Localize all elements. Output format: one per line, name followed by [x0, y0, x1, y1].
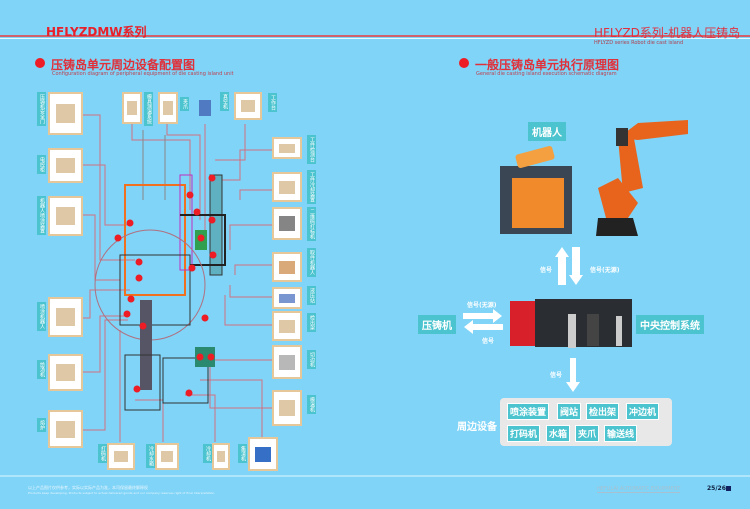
robot-signal-arrows-icon	[555, 247, 583, 285]
equipment-label: 二维码打标机	[307, 207, 316, 241]
robot-image	[500, 120, 688, 236]
bullet-icon	[35, 58, 45, 68]
equipment-label: 工作台	[268, 93, 277, 112]
equipment-thumb	[195, 92, 215, 124]
footer-divider	[0, 475, 750, 477]
equipment-thumb	[48, 92, 83, 135]
die-caster-label: 压铸机	[418, 315, 456, 334]
equipment-label: 机器人喷涂装置	[37, 196, 46, 235]
peripheral-item: 打码机	[507, 425, 541, 442]
equipment-label: 工件检测台	[307, 135, 316, 164]
footer-note-en: Products keep developing. Products subje…	[28, 491, 215, 495]
equipment-thumb	[272, 137, 302, 159]
peripheral-item: 检出架	[586, 403, 620, 420]
right-brand: HFLYZD系列-机器人压铸岛	[594, 26, 741, 40]
peripheral-signal-arrow-icon	[566, 358, 580, 392]
left-brand: HFLYZDMW系列	[46, 25, 147, 39]
peripheral-label: 周边设备	[457, 422, 497, 433]
equipment-thumb	[158, 92, 178, 124]
peripheral-item: 阀站	[557, 403, 582, 420]
equipment-label: 模具测温系统	[144, 92, 153, 126]
leader-lines	[82, 114, 273, 442]
equipment-thumb	[48, 148, 83, 183]
signal-to-plc-label: 信号(无源)	[467, 302, 497, 309]
footer-note-cn: 以上产品图片仅供参考，实际以实际产品为准，本司保留最终解释权	[28, 485, 148, 490]
peripheral-item: 输送线	[604, 425, 638, 442]
equipment-label: 夹爪	[180, 97, 189, 111]
equipment-label: 液压站	[307, 286, 316, 305]
equipment-label: 熔炉	[37, 418, 46, 432]
bullet-icon	[459, 58, 469, 68]
header-divider-light	[0, 38, 750, 39]
equipment-thumb	[48, 196, 83, 236]
equipment-label: 检出架	[307, 313, 316, 332]
right-brand-en: HFLYZD series Robot die cast island	[594, 40, 684, 46]
right-section-subtitle: General die casting island execution sch…	[476, 71, 617, 77]
peripheral-box: 喷涂装置 阀站 检出架 冲边机 打码机 水箱 夹爪 输送线	[500, 398, 672, 446]
equipment-label: 打码机	[98, 444, 107, 463]
equipment-thumb	[48, 297, 83, 337]
equipment-label: 给汤机	[37, 360, 46, 379]
equipment-thumb	[272, 311, 302, 341]
equipment-thumb	[48, 354, 83, 391]
header-divider	[0, 35, 750, 37]
equipment-label: 电控柜	[37, 155, 46, 174]
equipment-thumb	[272, 345, 302, 379]
left-section-subtitle: Configuration diagram of peripheral equi…	[52, 71, 234, 77]
equipment-thumb	[272, 207, 302, 240]
equipment-label: 切边机	[307, 350, 316, 369]
peripheral-item: 冲边机	[626, 403, 660, 420]
signal-from-plc-label: 信号	[482, 338, 495, 345]
equipment-label: 冷却水箱	[146, 444, 155, 468]
right-section-title: 一般压铸岛单元执行原理图	[475, 58, 620, 72]
page-marker-icon	[726, 486, 731, 491]
equipment-thumb	[48, 410, 83, 448]
equipment-thumb	[272, 172, 302, 202]
equipment-thumb	[248, 437, 278, 471]
page-number: 25/26	[707, 485, 726, 492]
signal-to-peripheral-label: 信号	[550, 372, 563, 379]
equipment-thumb	[155, 443, 179, 470]
equipment-label: 压铸机安全门	[37, 92, 46, 126]
peripheral-item: 水箱	[546, 425, 571, 442]
left-section-title: 压铸岛单元周边设备配置图	[51, 58, 196, 72]
location-dots	[114, 174, 217, 397]
equipment-label: 模温机	[307, 395, 316, 414]
peripheral-item: 喷涂装置	[507, 403, 550, 420]
equipment-label: 取件机器人	[307, 248, 316, 277]
equipment-label: 喷涂机器人	[37, 302, 46, 331]
plc-image	[510, 299, 632, 348]
peripheral-item: 夹爪	[575, 425, 600, 442]
equipment-thumb	[272, 252, 302, 282]
equipment-label: 真空机	[220, 92, 229, 111]
central-control-label: 中央控制系统	[636, 315, 704, 334]
equipment-label: 冷却机	[203, 444, 212, 463]
equipment-label: 集渣机	[238, 444, 247, 463]
die-caster-signal-arrows-icon	[463, 309, 503, 334]
equipment-thumb	[234, 92, 262, 120]
footer-company: HEFULAI AUTOMATIC EQUIPMENT	[597, 486, 681, 493]
equipment-thumb	[107, 443, 135, 470]
equipment-label: 工件冷却装置	[307, 170, 316, 204]
robot-label: 机器人	[528, 122, 566, 141]
signal-up-label: 信号	[540, 267, 553, 274]
equipment-thumb	[212, 443, 230, 470]
equipment-thumb	[272, 390, 302, 426]
equipment-thumb	[272, 287, 302, 309]
signal-down-label: 信号(无源)	[590, 267, 620, 274]
equipment-thumb	[122, 92, 142, 124]
